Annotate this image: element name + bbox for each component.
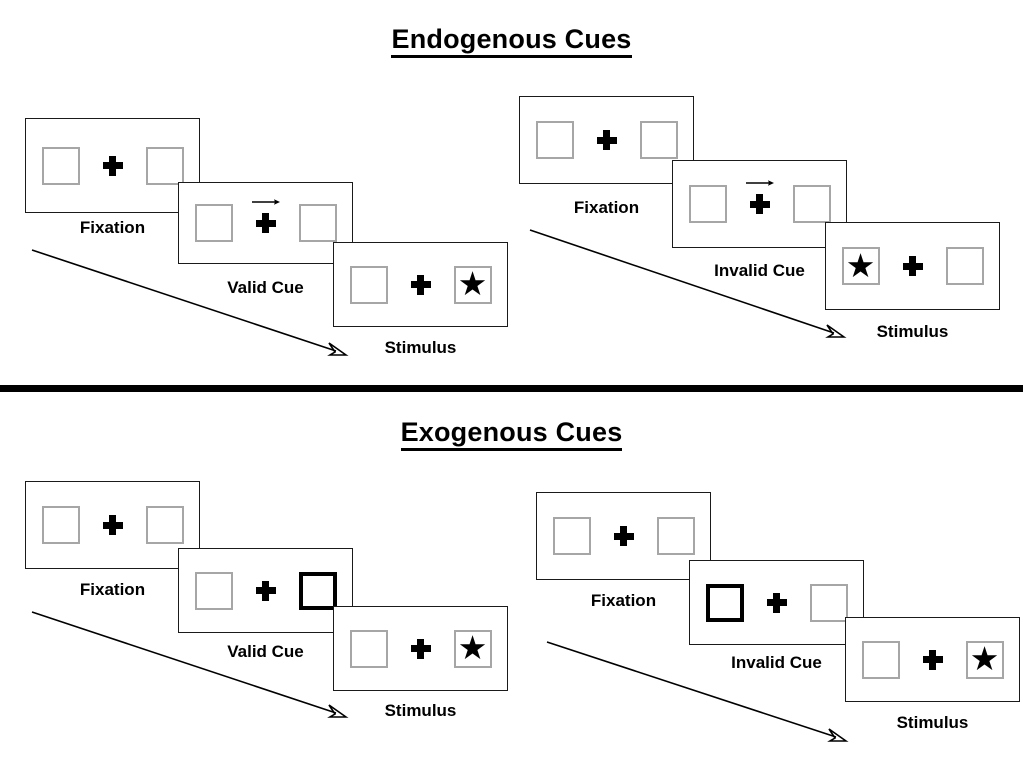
fixation-area — [96, 515, 130, 535]
section-divider — [0, 385, 1023, 392]
left-box — [194, 571, 233, 610]
panel-content — [537, 493, 710, 579]
panel-content: ★ — [334, 607, 507, 690]
caption-exogenous-invalid-fixation: Fixation — [590, 591, 657, 610]
star-icon: ★ — [969, 640, 1000, 677]
panel-exogenous-invalid-cue — [689, 560, 864, 645]
panel-content: ★ — [826, 223, 999, 309]
left-box-cued — [705, 583, 744, 622]
caption-endogenous-valid-stimulus: Stimulus — [384, 338, 457, 357]
right-box — [639, 121, 678, 159]
fixation-cross-icon — [410, 274, 431, 295]
fixation-area — [590, 130, 624, 150]
right-box — [945, 247, 984, 285]
fixation-area — [404, 638, 438, 659]
right-box — [792, 185, 831, 223]
right-box-cued — [298, 571, 337, 610]
left-box — [861, 640, 900, 679]
left-box — [349, 265, 388, 304]
section-title-endogenous: Endogenous Cues — [0, 24, 1023, 58]
left-box-with-star: ★ — [841, 246, 880, 285]
left-box — [41, 146, 80, 185]
fixation-cross-icon — [102, 155, 123, 176]
left-box — [41, 506, 80, 544]
panel-endogenous-invalid-stimulus: ★ — [825, 222, 1000, 310]
panel-exogenous-valid-cue — [178, 548, 353, 633]
fixation-cross-icon — [255, 213, 276, 233]
section-title-endogenous-text: Endogenous Cues — [391, 24, 632, 58]
caption-endogenous-invalid-stimulus: Stimulus — [876, 322, 949, 341]
right-box — [298, 204, 337, 242]
fixation-area — [607, 526, 641, 546]
panel-endogenous-valid-fixation — [25, 118, 200, 213]
right-box — [656, 517, 695, 555]
fixation-cross-icon — [766, 592, 787, 613]
right-box — [809, 583, 848, 622]
panel-exogenous-valid-stimulus: ★ — [333, 606, 508, 691]
caption-exogenous-invalid-stimulus: Stimulus — [896, 713, 969, 732]
caption-exogenous-valid-fixation: Fixation — [79, 580, 146, 599]
fixation-area — [249, 580, 283, 601]
section-title-exogenous-text: Exogenous Cues — [400, 417, 623, 451]
fixation-area — [96, 155, 130, 176]
left-box — [349, 629, 388, 668]
caption-exogenous-valid-stimulus: Stimulus — [384, 701, 457, 720]
fixation-area — [743, 180, 777, 214]
panel-content — [26, 119, 199, 212]
fixation-cross-icon — [922, 649, 943, 670]
right-box-with-star: ★ — [453, 265, 492, 304]
panel-content — [673, 161, 846, 247]
left-box — [535, 121, 574, 159]
panel-endogenous-valid-cue — [178, 182, 353, 264]
fixation-cross-icon — [596, 130, 617, 150]
fixation-area — [249, 199, 283, 233]
right-box-with-star: ★ — [453, 629, 492, 668]
panel-exogenous-invalid-fixation — [536, 492, 711, 580]
caption-exogenous-valid-cue: Valid Cue — [227, 642, 304, 661]
fixation-area — [760, 592, 794, 613]
fixation-area — [404, 274, 438, 295]
right-box — [145, 506, 184, 544]
panel-endogenous-invalid-fixation — [519, 96, 694, 184]
caption-endogenous-valid-cue: Valid Cue — [227, 278, 304, 297]
star-icon: ★ — [457, 265, 488, 302]
panel-endogenous-invalid-cue — [672, 160, 847, 248]
panel-content — [520, 97, 693, 183]
caption-exogenous-invalid-cue: Invalid Cue — [731, 653, 822, 672]
fixation-cross-icon — [613, 526, 634, 546]
left-box — [194, 204, 233, 242]
fixation-cross-icon — [902, 256, 923, 276]
panel-content — [26, 482, 199, 568]
fixation-cross-icon — [255, 580, 276, 601]
star-icon: ★ — [845, 246, 876, 284]
panel-content: ★ — [846, 618, 1019, 701]
section-title-exogenous: Exogenous Cues — [0, 417, 1023, 451]
cue-arrow-right-icon — [251, 199, 280, 205]
caption-endogenous-invalid-cue: Invalid Cue — [714, 261, 805, 280]
panel-exogenous-invalid-stimulus: ★ — [845, 617, 1020, 702]
star-icon: ★ — [457, 629, 488, 666]
right-box — [145, 146, 184, 185]
panel-content: ★ — [334, 243, 507, 326]
fixation-cross-icon — [749, 194, 770, 214]
flow-arrow-endogenous-valid — [31, 249, 349, 356]
panel-content — [690, 561, 863, 644]
fixation-area — [896, 256, 930, 276]
panel-content — [179, 549, 352, 632]
panel-content — [179, 183, 352, 263]
panel-endogenous-valid-stimulus: ★ — [333, 242, 508, 327]
caption-endogenous-invalid-fixation: Fixation — [573, 198, 640, 217]
fixation-cross-icon — [410, 638, 431, 659]
right-box-with-star: ★ — [965, 640, 1004, 679]
fixation-cross-icon — [102, 515, 123, 535]
caption-endogenous-valid-fixation: Fixation — [79, 218, 146, 237]
fixation-area — [916, 649, 950, 670]
left-box — [552, 517, 591, 555]
panel-exogenous-valid-fixation — [25, 481, 200, 569]
cue-arrow-right-icon — [745, 180, 774, 186]
left-box — [688, 185, 727, 223]
